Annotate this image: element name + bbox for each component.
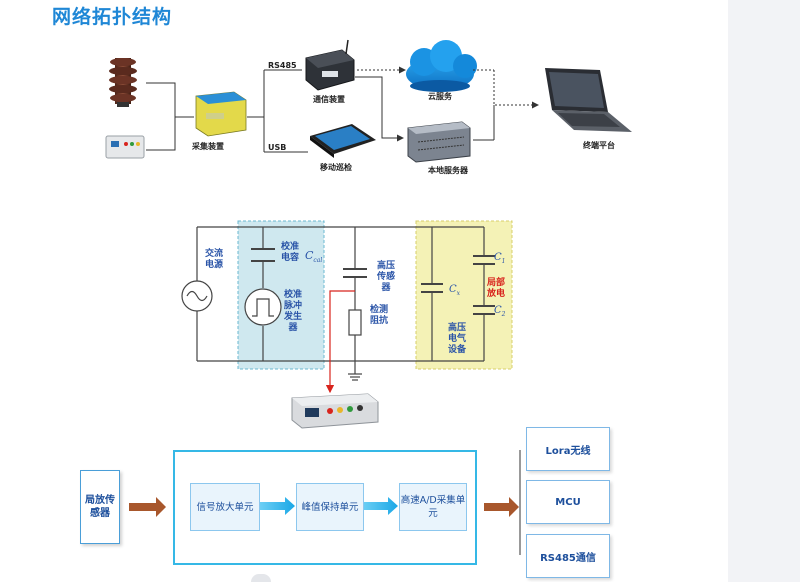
output-mcu-box: MCU bbox=[526, 480, 610, 524]
brown-arrow-icon bbox=[129, 497, 166, 517]
c1-capacitor-icon bbox=[473, 255, 495, 265]
cx-capacitor-icon bbox=[421, 283, 443, 293]
hv-sensor-label: 高压传感器 bbox=[376, 261, 395, 293]
cx-symbol: Cx bbox=[449, 284, 461, 297]
pd-sensor-box: 局放传感器 bbox=[80, 470, 120, 544]
c2-capacitor-icon bbox=[473, 305, 495, 315]
output-lora-box: Lora无线 bbox=[526, 427, 610, 471]
tablet-icon bbox=[310, 124, 376, 158]
calibration-capacitor-icon bbox=[251, 248, 275, 262]
ground-icon bbox=[348, 373, 362, 381]
insulator-icon bbox=[109, 58, 137, 107]
c2-symbol: C2 bbox=[494, 305, 506, 318]
comm-device-icon bbox=[305, 39, 355, 91]
partial-discharge-label: 局部放电 bbox=[486, 278, 505, 299]
page-title: 网络拓扑结构 bbox=[52, 6, 173, 28]
blue-arrow-icon bbox=[362, 497, 398, 515]
scroll-toggle-button[interactable] bbox=[251, 574, 271, 582]
calibration-capacitor-label: 校准电容 bbox=[280, 242, 299, 263]
output-mcu-label: MCU bbox=[555, 496, 581, 508]
signal-amplifier-label: 信号放大单元 bbox=[196, 501, 254, 513]
signal-line bbox=[325, 290, 355, 394]
right-side-panel bbox=[728, 0, 800, 582]
adc-unit-box: 高速A/D采集单元 bbox=[399, 483, 467, 531]
peak-hold-label: 峰值保持单元 bbox=[301, 501, 359, 513]
hv-equipment-label: 高压电气设备 bbox=[447, 323, 466, 355]
ac-source-label: 交流电源 bbox=[204, 249, 223, 270]
peak-hold-box: 峰值保持单元 bbox=[296, 483, 364, 531]
blue-arrow-icon bbox=[259, 497, 295, 515]
cloud-icon bbox=[406, 40, 477, 92]
instrument-icon bbox=[291, 393, 379, 429]
cloud-label: 云服务 bbox=[428, 92, 452, 101]
output-rs485-box: RS485通信 bbox=[526, 534, 610, 578]
comm-device-label: 通信装置 bbox=[313, 95, 345, 104]
pulse-generator-label: 校准脉冲发生器 bbox=[283, 290, 302, 333]
calibration-capacitor-symbol: Ccal bbox=[305, 249, 323, 265]
signal-amplifier-box: 信号放大单元 bbox=[190, 483, 260, 531]
server-icon bbox=[407, 121, 471, 163]
collector-icon bbox=[195, 91, 247, 137]
collector-label: 采集装置 bbox=[192, 142, 224, 151]
ac-source-icon bbox=[181, 280, 213, 312]
output-rs485-label: RS485通信 bbox=[540, 552, 596, 564]
usb-link-label: USB bbox=[268, 143, 287, 152]
rs485-link-label: RS485 bbox=[268, 61, 297, 70]
laptop-icon bbox=[545, 68, 632, 132]
mobile-label: 移动巡检 bbox=[320, 163, 352, 172]
local-server-label: 本地服务器 bbox=[428, 166, 468, 175]
sensor-capacitor-icon bbox=[343, 268, 367, 278]
processing-frame bbox=[173, 450, 477, 565]
terminal-label: 终端平台 bbox=[583, 141, 615, 150]
impedance-label: 检测阻抗 bbox=[369, 305, 388, 326]
pd-sensor-label: 局放传感器 bbox=[85, 495, 115, 519]
pulse-generator-icon bbox=[244, 288, 282, 326]
impedance-icon bbox=[348, 309, 362, 336]
sensor-device-icon bbox=[105, 135, 145, 159]
output-lora-label: Lora无线 bbox=[545, 445, 591, 457]
brown-arrow-icon bbox=[484, 497, 519, 517]
adc-unit-label: 高速A/D采集单元 bbox=[400, 495, 466, 519]
c1-symbol: C1 bbox=[494, 252, 506, 265]
